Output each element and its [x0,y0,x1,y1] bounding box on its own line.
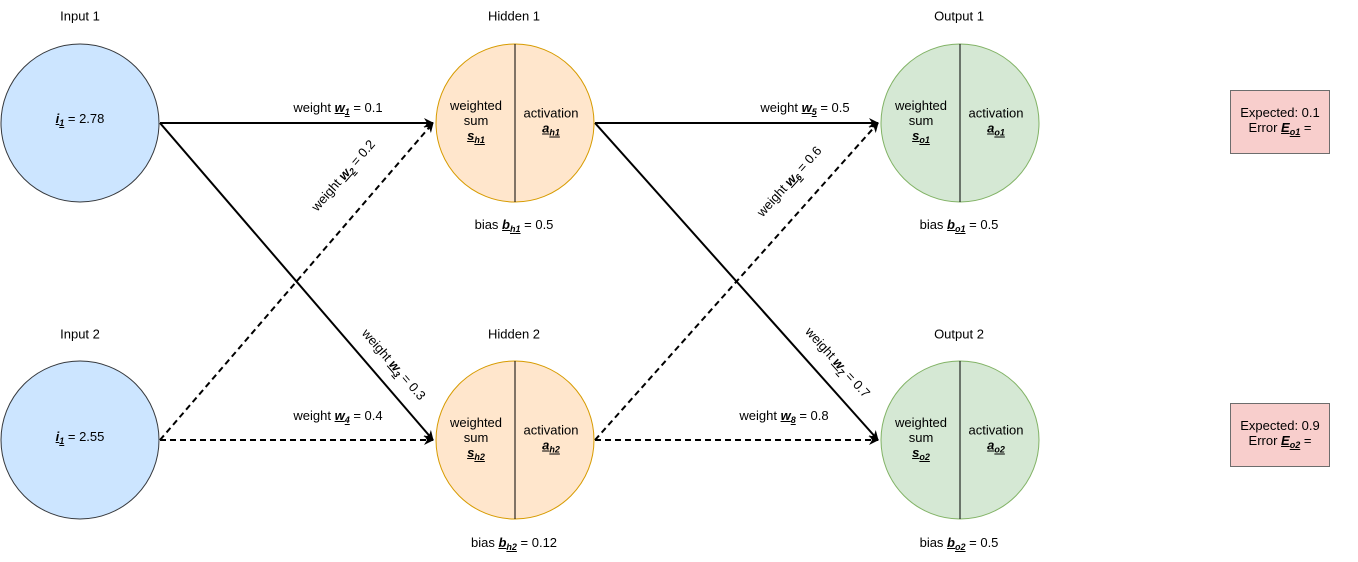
output-1-title: Output 1 [934,8,984,24]
weight-w5-label: weight w5 = 0.5 [760,100,850,117]
output-2-title: Output 2 [934,326,984,342]
bias-h1-label: bias bh1 = 0.5 [474,217,554,234]
hidden-2-activation: activation ah2 [523,422,579,455]
input-2-value: i1 = 2.55 [55,429,105,446]
hidden-1-title: Hidden 1 [487,8,541,24]
input-neuron-1 [0,43,160,203]
output-2-weighted-sum: weighted sum so2 [894,415,948,462]
weight-w1-label: weight w1 = 0.1 [293,100,383,117]
output-1-weighted-sum: weighted sum so1 [894,98,948,145]
weight-w8-label: weight w8 = 0.8 [739,408,829,425]
bias-h2-label: bias bh2 = 0.12 [470,535,558,552]
output-1-activation: activation ao1 [968,105,1024,138]
expected-o1: Expected: 0.1 [1240,104,1320,120]
error-o1: Error Eo1 = [1248,119,1312,137]
hidden-2-weighted-sum: weighted sum sh2 [449,415,503,462]
weight-w4-label: weight w4 = 0.4 [293,408,383,425]
edge-w3 [159,122,434,441]
hidden-1-activation: activation ah1 [523,105,579,138]
hidden-2-title: Hidden 2 [487,326,541,342]
bias-o2-label: bias bo2 = 0.5 [919,535,999,552]
hidden-1-weighted-sum: weighted sum sh1 [449,98,503,145]
error-box-o1: Expected: 0.1 Error Eo1 = [1230,90,1330,154]
input-1-title: Input 1 [60,8,100,24]
edge-w7 [594,122,879,441]
error-o2: Error Eo2 = [1248,432,1312,450]
error-box-o2: Expected: 0.9 Error Eo2 = [1230,403,1330,467]
input-neuron-2 [0,360,160,520]
expected-o2: Expected: 0.9 [1240,417,1320,433]
input-2-title: Input 2 [60,326,100,342]
bias-o1-label: bias bo1 = 0.5 [919,217,999,234]
input-1-value: i1 = 2.78 [55,111,105,128]
output-2-activation: activation ao2 [968,422,1024,455]
